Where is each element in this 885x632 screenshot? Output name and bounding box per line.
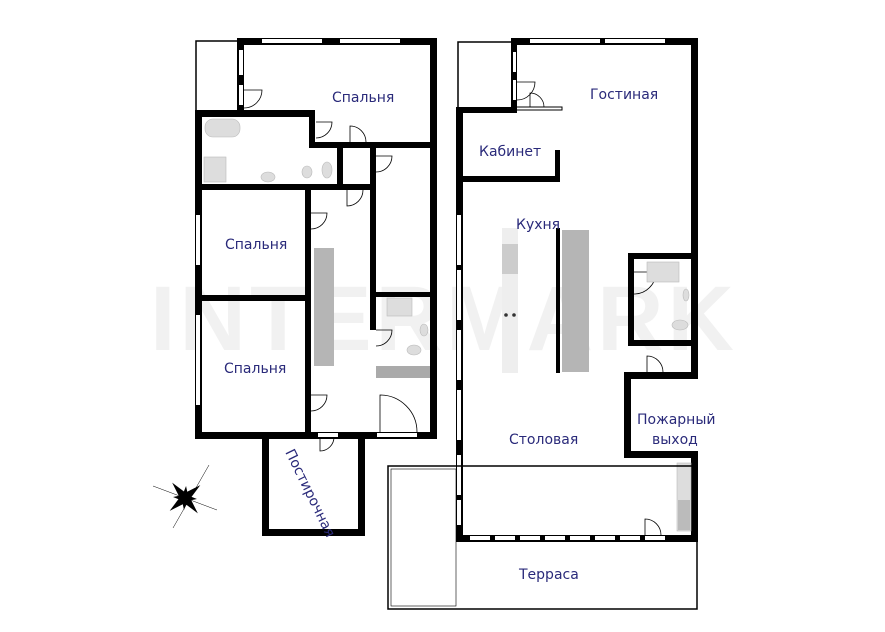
room-label-dining: Столовая [509, 432, 578, 448]
room-label-fire-exit-1: Пожарный [637, 412, 715, 428]
laundry-room [262, 436, 365, 536]
staircase [314, 248, 334, 366]
room-label-bedroom-top: Спальня [332, 90, 394, 106]
room-label-kitchen: Кухня [516, 217, 560, 233]
staircase [562, 230, 589, 372]
room-label-fire-exit-2: выход [652, 432, 698, 448]
room-label-living: Гостиная [590, 87, 658, 103]
room-label-terrace: Терраса [518, 567, 579, 583]
right-unit [456, 38, 698, 542]
watermark: INTERMARK [150, 268, 738, 370]
room-label-bedroom-bottom: Спальня [224, 361, 286, 377]
room-label-laundry: Постирочная [281, 447, 337, 540]
room-label-bedroom-middle: Спальня [225, 237, 287, 253]
kitchen-bar [556, 228, 560, 373]
room-label-study: Кабинет [479, 144, 541, 160]
terrace-outline [387, 465, 698, 610]
left-unit [195, 38, 437, 439]
compass-icon [152, 464, 218, 529]
